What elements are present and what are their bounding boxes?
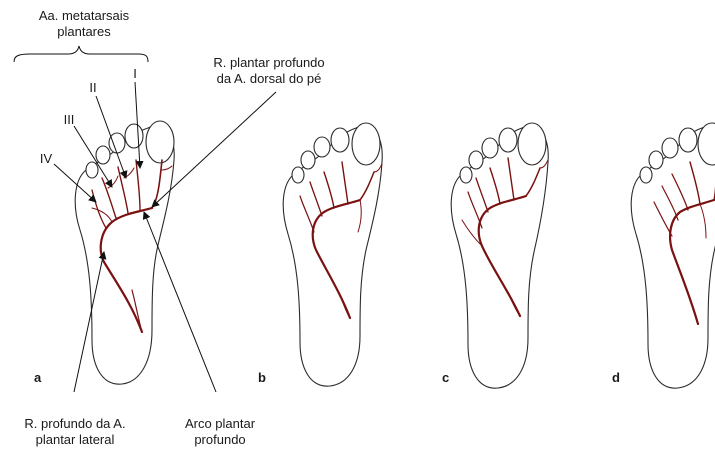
foot-a-toe-4 — [96, 146, 110, 164]
label-deep-plantar-arch: Arco plantar profundo — [178, 416, 262, 448]
pointer-deep-plantar-arch — [144, 212, 216, 392]
label-digit-III: III — [60, 112, 78, 128]
bracket-metatarsal — [14, 46, 148, 62]
foot-b-toe-4 — [301, 151, 315, 169]
label-deep-branch-lateral: R. profundo da A. plantar lateral — [4, 416, 146, 448]
foot-a-toe-3 — [109, 133, 125, 153]
foot-d-outline — [631, 126, 715, 388]
foot-d-toe-4 — [649, 151, 663, 169]
foot-b-toe-1 — [352, 123, 380, 165]
foot-d-toe-3 — [662, 138, 678, 158]
label-digit-II: II — [85, 80, 101, 96]
foot-c-toe-4 — [469, 151, 483, 169]
foot-a-toe-5 — [86, 162, 98, 178]
panel-letter-c: c — [442, 370, 449, 385]
foot-a — [75, 121, 174, 384]
panel-letter-d: d — [612, 370, 620, 385]
foot-b-toe-5 — [292, 167, 304, 183]
foot-d-toe-2 — [679, 128, 697, 152]
foot-c — [451, 123, 548, 388]
foot-b-toe-2 — [331, 128, 349, 152]
panel-letter-b: b — [258, 370, 266, 385]
foot-b — [283, 123, 382, 386]
foot-b-toe-3 — [314, 137, 330, 157]
foot-c-toe-1 — [518, 123, 546, 165]
foot-a-toe-1 — [146, 121, 174, 163]
foot-c-toe-2 — [499, 128, 517, 152]
foot-d — [631, 123, 715, 388]
label-deep-plantar-branch: R. plantar profundo da A. dorsal do pé — [192, 55, 346, 87]
foot-a-toe-2 — [125, 124, 143, 148]
label-digit-I: I — [128, 66, 142, 82]
foot-d-toe-5 — [640, 167, 652, 183]
foot-c-toe-3 — [482, 138, 498, 158]
foot-c-toe-5 — [460, 167, 472, 183]
label-metatarsal-arteries: Aa. metatarsais plantares — [22, 8, 146, 40]
panel-letter-a: a — [34, 370, 41, 385]
label-digit-IV: IV — [36, 151, 56, 167]
